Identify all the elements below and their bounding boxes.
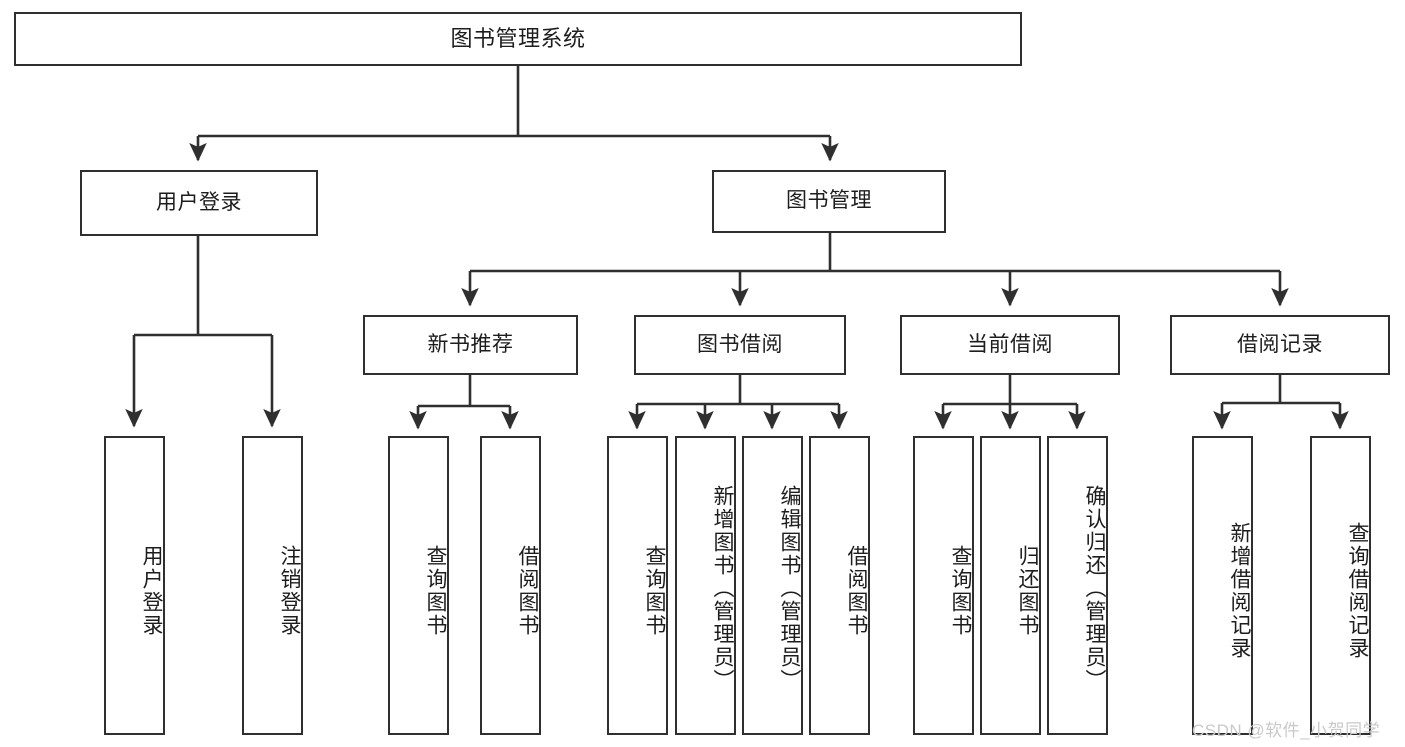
leaf-confirm-return-label: 确认归还（管理员）	[1083, 485, 1106, 692]
leaf-query-book-2-label: 查询图书	[643, 544, 666, 637]
node-book-borrow[interactable]: 图书借阅	[634, 315, 846, 375]
node-borrow-record[interactable]: 借阅记录	[1170, 315, 1390, 375]
node-new-book-recommend-label: 新书推荐	[427, 332, 514, 356]
leaf-logout-label: 注销登录	[278, 544, 301, 637]
node-root-label: 图书管理系统	[450, 26, 586, 52]
leaf-borrow-book-2-label: 借阅图书	[845, 544, 868, 637]
node-book-manage-label: 图书管理	[786, 189, 872, 213]
leaf-query-record[interactable]: 查询借阅记录	[1310, 436, 1371, 735]
leaf-query-book-1-label: 查询图书	[424, 544, 447, 637]
leaf-logout[interactable]: 注销登录	[242, 436, 303, 735]
leaf-borrow-book-2[interactable]: 借阅图书	[809, 436, 870, 735]
leaf-add-record-label: 新增借阅记录	[1228, 521, 1251, 660]
node-root[interactable]: 图书管理系统	[14, 12, 1022, 66]
leaf-user-login[interactable]: 用户登录	[104, 436, 165, 735]
leaf-add-book-label: 新增图书（管理员）	[711, 485, 734, 692]
leaf-edit-book[interactable]: 编辑图书（管理员）	[742, 436, 803, 735]
leaf-add-book[interactable]: 新增图书（管理员）	[675, 436, 736, 735]
leaf-confirm-return[interactable]: 确认归还（管理员）	[1047, 436, 1108, 735]
leaf-borrow-book-1[interactable]: 借阅图书	[480, 436, 541, 735]
leaf-query-record-label: 查询借阅记录	[1346, 521, 1369, 660]
node-user-login[interactable]: 用户登录	[80, 170, 318, 236]
node-borrow-record-label: 借阅记录	[1237, 332, 1323, 356]
node-user-login-label: 用户登录	[156, 190, 242, 214]
leaf-add-record[interactable]: 新增借阅记录	[1192, 436, 1253, 735]
leaf-query-book-2[interactable]: 查询图书	[607, 436, 668, 735]
leaf-edit-book-label: 编辑图书（管理员）	[778, 485, 801, 692]
leaf-query-book-3[interactable]: 查询图书	[913, 436, 974, 735]
node-book-manage[interactable]: 图书管理	[712, 170, 946, 233]
leaf-borrow-book-1-label: 借阅图书	[516, 544, 539, 637]
node-current-borrow-label: 当前借阅	[967, 332, 1053, 356]
leaf-return-book[interactable]: 归还图书	[980, 436, 1041, 735]
node-new-book-recommend[interactable]: 新书推荐	[363, 315, 578, 375]
leaf-return-book-label: 归还图书	[1016, 544, 1039, 637]
csdn-watermark: CSDN @软件_小贺同学	[1192, 721, 1381, 740]
node-current-borrow[interactable]: 当前借阅	[900, 315, 1120, 375]
node-book-borrow-label: 图书借阅	[697, 332, 783, 356]
leaf-query-book-3-label: 查询图书	[949, 544, 972, 637]
leaf-query-book-1[interactable]: 查询图书	[388, 436, 449, 735]
leaf-user-login-label: 用户登录	[140, 544, 163, 637]
